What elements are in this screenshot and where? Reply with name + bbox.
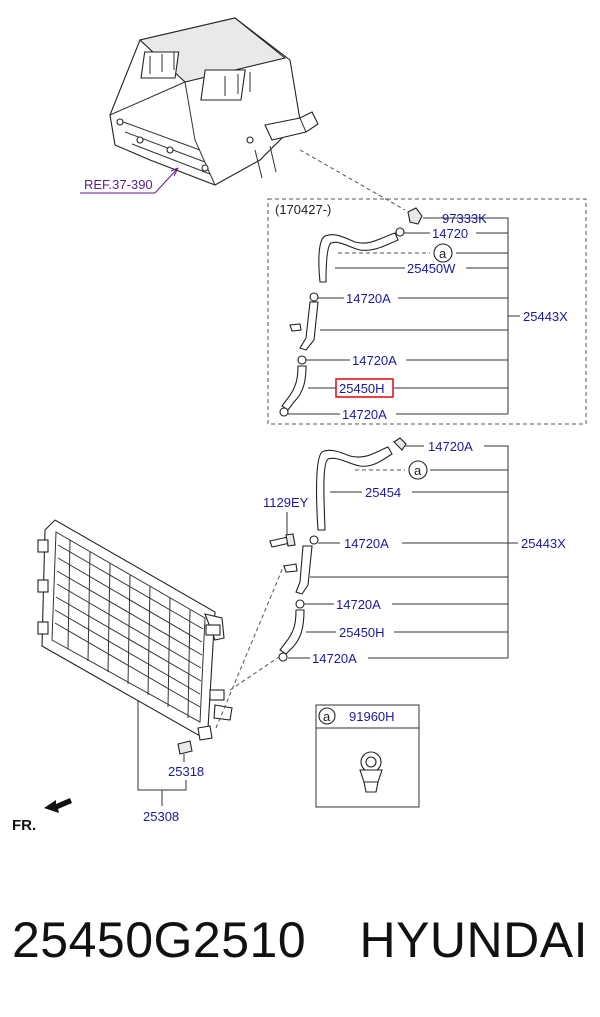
bolt-1129ey: 1129EY: [263, 495, 309, 548]
date-code: (170427-): [275, 202, 331, 217]
lower-label-14720a-4: 14720A: [312, 651, 357, 666]
upper-marker-a: a: [439, 246, 447, 261]
lower-label-25450h: 25450H: [339, 625, 385, 640]
lower-group-bracket: [288, 445, 518, 659]
lower-marker-a: a: [414, 463, 422, 478]
ref-label: REF.37-390: [84, 177, 153, 192]
product-footer: 25450G2510 HYUNDAI: [0, 905, 600, 975]
front-arrow-icon: [44, 798, 72, 813]
detail-box: a 91960H: [315, 704, 420, 808]
part-number: 25450G2510: [12, 912, 307, 968]
bolt-label: 1129EY: [263, 495, 309, 510]
lower-marker-circle: [408, 460, 428, 480]
detail-part-label: 91960H: [349, 709, 395, 724]
lower-label-14720a-3: 14720A: [336, 597, 381, 612]
highlight-box: [335, 378, 394, 398]
upper-group-bracket: [288, 217, 520, 415]
upper-label-25450h: 25450H: [339, 381, 385, 396]
upper-label-14720a-3: 14720A: [342, 407, 387, 422]
detail-marker-a: a: [323, 709, 331, 724]
upper-label-14720a-1: 14720A: [346, 291, 391, 306]
radiator: [37, 519, 233, 741]
direction-label: FR.: [12, 817, 36, 834]
label-25308: 25308: [143, 809, 179, 824]
lower-assembly-label: 25443X: [521, 536, 566, 551]
label-25318: 25318: [168, 764, 204, 779]
upper-label-14720: 14720: [432, 226, 468, 241]
upper-assembly-label: 25443X: [523, 309, 568, 324]
upper-label-14720a-2: 14720A: [352, 353, 397, 368]
brand-name: HYUNDAI: [359, 912, 588, 968]
inverter-assembly: [109, 17, 319, 186]
upper-marker-circle: [433, 243, 453, 263]
upper-group-frame: [267, 198, 587, 425]
lower-label-14720a-2: 14720A: [344, 536, 389, 551]
lower-label-25454: 25454: [365, 485, 401, 500]
upper-label-97333k: 97333K: [442, 211, 487, 226]
upper-label-25450w: 25450W: [407, 261, 456, 276]
lower-label-14720a-1: 14720A: [428, 439, 473, 454]
